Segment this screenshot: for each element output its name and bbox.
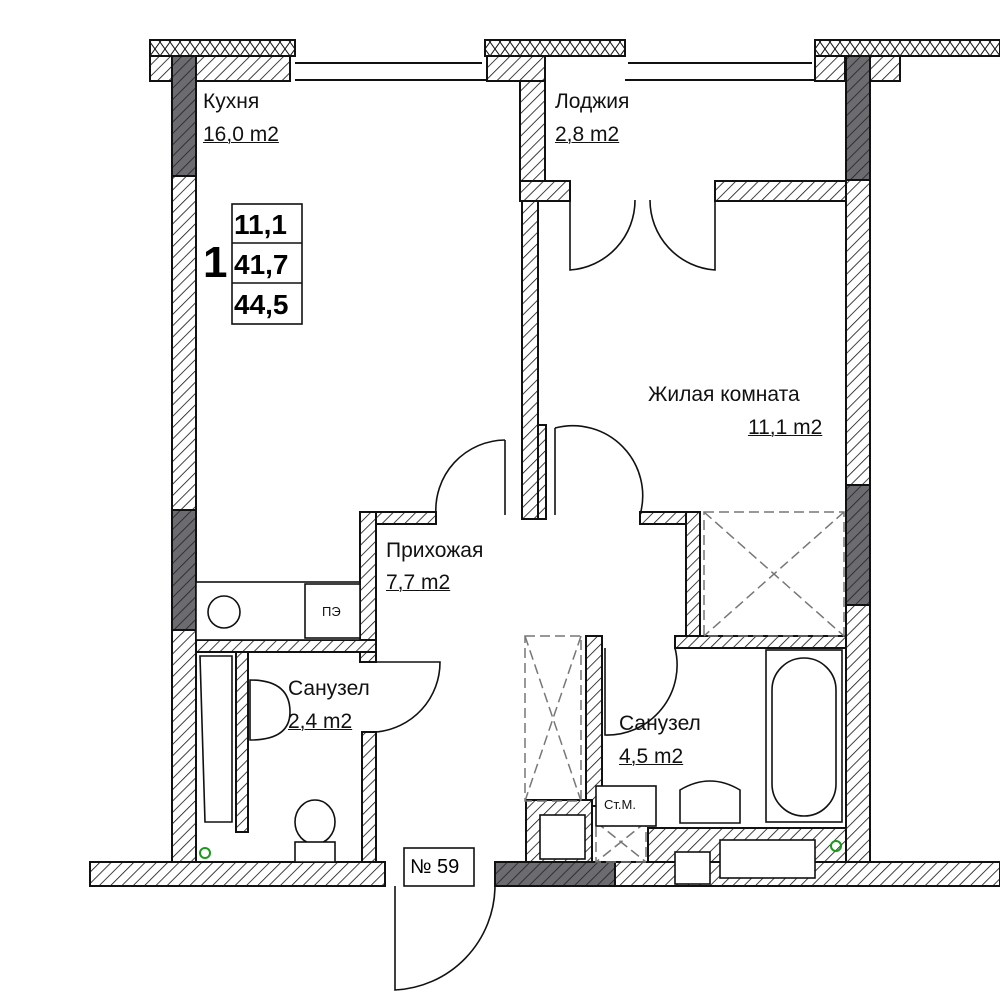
kitchen-name: Кухня — [203, 90, 260, 113]
bath-small-name: Санузел — [288, 677, 370, 700]
total-area: 41,7 — [234, 249, 289, 280]
washer-label: Ст.М. — [604, 797, 636, 812]
facade-strip — [149, 39, 296, 57]
living-area-total: 11,1 — [234, 209, 287, 240]
door — [375, 199, 716, 991]
living-area: 11,1 m2 — [748, 416, 823, 439]
apartment-number: № 59 — [410, 856, 460, 878]
bath-small-area: 2,4 m2 — [288, 710, 353, 733]
bath-large-area: 4,5 m2 — [619, 745, 684, 768]
window — [295, 62, 815, 81]
wall — [171, 55, 197, 177]
loggia-name: Лоджия — [555, 90, 630, 113]
area-table: 11,1 41,7 44,5 — [234, 205, 289, 325]
rooms-count: 1 — [203, 238, 228, 287]
loggia-area: 2,8 m2 — [555, 123, 620, 146]
total-area-loggia: 44,5 — [234, 289, 289, 320]
bath-large-name: Санузел — [619, 712, 701, 735]
kitchen-area: 16,0 m2 — [203, 123, 279, 146]
stove-label: ПЭ — [322, 604, 341, 619]
hall-name: Прихожая — [386, 539, 484, 562]
riser-icon — [830, 840, 842, 852]
hall-area: 7,7 m2 — [386, 571, 451, 594]
riser-icon — [199, 847, 211, 859]
living-name: Жилая комната — [648, 383, 800, 406]
